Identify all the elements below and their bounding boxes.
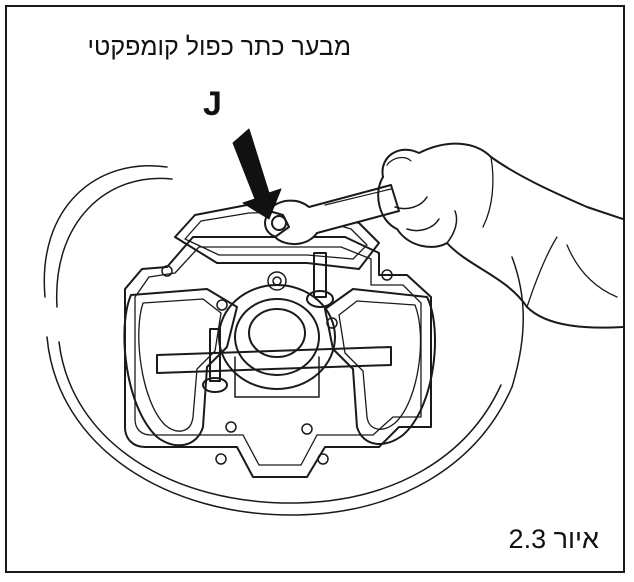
- cross-bar: [156, 346, 392, 374]
- figure-title: מבער כתר כפול קומפקטי: [87, 33, 351, 61]
- wrench-icon: [268, 184, 400, 245]
- burner-illustration: [43, 128, 623, 516]
- electrodes: [202, 252, 334, 393]
- cover-bracket: [174, 202, 380, 270]
- figure-number: איור 2.3: [508, 524, 599, 554]
- burner-base: [124, 236, 432, 478]
- hand-icon: [377, 142, 623, 329]
- left-burner-arm: [123, 288, 238, 447]
- center-crown: [218, 284, 336, 398]
- pan-rings: [43, 165, 524, 516]
- screw-holes: [161, 265, 393, 465]
- pointer-label: J: [203, 85, 222, 123]
- right-burner-arm: [324, 288, 436, 446]
- down-arrow-icon: [232, 128, 282, 220]
- figure-frame: מבער כתר כפול קומפקטי J איור 2.3: [5, 5, 625, 573]
